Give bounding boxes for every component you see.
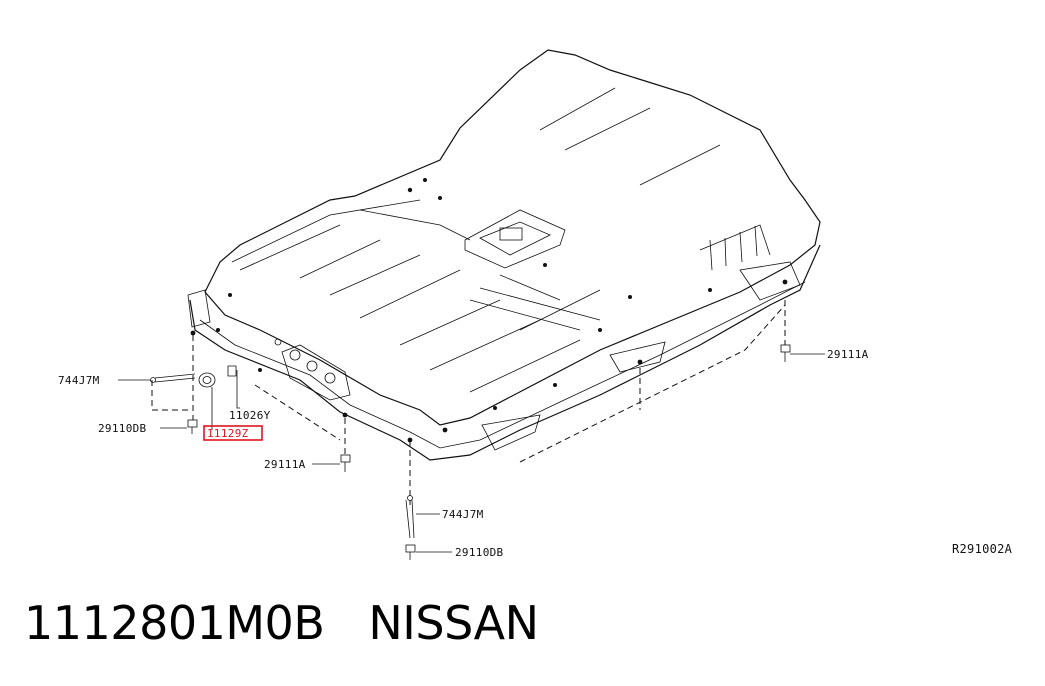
bolt-left <box>187 419 198 434</box>
callout-harness-left: 744J7M <box>58 374 100 387</box>
callout-highlighted-part: 11129Z <box>207 427 249 440</box>
battery-pack-exploded-diagram: 744J7M 29110DB 11026Y 11129Z 29111A 2911… <box>58 49 1013 560</box>
callout-bolt-left: 29110DB <box>98 422 147 435</box>
battery-cover-outline <box>204 49 821 426</box>
part-caption: 1112801M0B NISSAN <box>24 596 539 650</box>
callout-grommet: 11026Y <box>229 409 271 422</box>
bolt-bottom <box>405 544 416 560</box>
callout-bolt-front: 29111A <box>264 458 306 471</box>
brand-name: NISSAN <box>368 596 539 650</box>
front-connector <box>274 338 351 401</box>
callout-leaders <box>118 353 825 553</box>
callout-bolt-right: 29111A <box>827 348 869 361</box>
battery-tray-outline <box>189 244 821 461</box>
callout-bolt-bottom: 29110DB <box>455 546 504 559</box>
exploded-leader-lines <box>151 300 786 505</box>
part-number: 1112801M0B <box>24 596 325 650</box>
tray-lower-edge <box>199 281 806 449</box>
diagram-code: R291002A <box>952 542 1013 556</box>
highlight-box <box>203 425 263 441</box>
bolt-right <box>780 344 791 362</box>
grommet-part <box>198 365 237 388</box>
mounting-brackets <box>187 261 801 451</box>
harness-bottom <box>405 495 415 539</box>
harness-left <box>150 373 196 383</box>
service-plug <box>464 209 566 269</box>
bolt-holes <box>190 178 788 443</box>
cover-ridges <box>231 87 771 393</box>
callout-harness-bottom: 744J7M <box>442 508 484 521</box>
bolt-front <box>340 454 351 472</box>
